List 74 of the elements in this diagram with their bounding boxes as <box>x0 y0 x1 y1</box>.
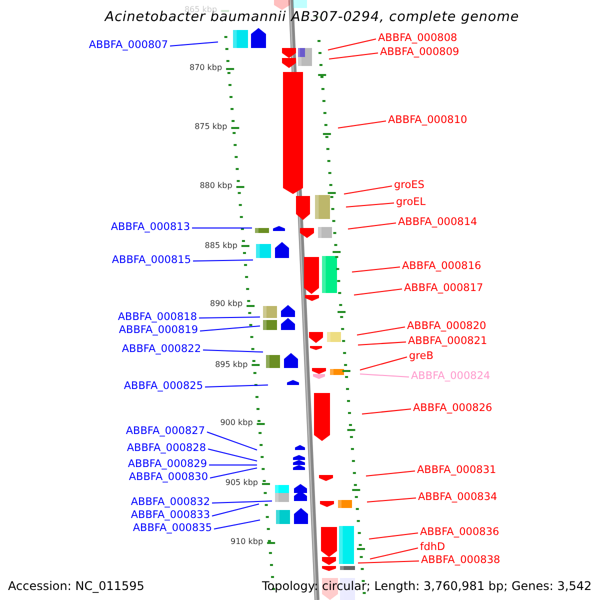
gene-label: ABBFA_000825 <box>124 380 203 393</box>
leader-line <box>170 42 218 46</box>
gene-label: groEL <box>396 196 426 209</box>
leader-line <box>346 202 394 208</box>
leader-line <box>328 38 376 50</box>
leader-line <box>328 52 378 60</box>
scale-label: 880 kbp <box>200 182 232 190</box>
gene-label: greB <box>409 350 434 363</box>
leader-line <box>354 288 402 296</box>
leader-line <box>214 520 260 530</box>
leader-line <box>210 468 258 478</box>
gene-label: ABBFA_000830 <box>128 471 208 484</box>
gene-label: ABBFA_000834 <box>418 491 498 504</box>
leader-line <box>212 500 272 504</box>
gene-label: ABBFA_000835 <box>132 522 212 535</box>
gene-label: ABBFA_000829 <box>128 458 207 471</box>
gene-label: ABBFA_000817 <box>404 282 484 295</box>
gene-label: ABBFA_000822 <box>122 343 201 356</box>
leader-line <box>360 374 410 378</box>
gene-label: ABBFA_000826 <box>413 402 492 415</box>
leader-line <box>200 326 260 332</box>
gene-label: ABBFA_000809 <box>380 46 460 59</box>
gene-label: ABBFA_000832 <box>130 496 210 509</box>
leader-line <box>366 498 416 502</box>
scale-label: 875 kbp <box>194 123 228 131</box>
leader-line <box>370 548 418 560</box>
leader-line <box>198 316 260 318</box>
gene-label: ABBFA_000816 <box>402 260 482 273</box>
gene-label: ABBFA_000818 <box>118 311 197 324</box>
scale-label: 885 kbp <box>204 242 238 250</box>
leader-line <box>362 408 412 414</box>
scale-label: 905 kbp <box>225 479 258 487</box>
leader-line <box>338 120 386 128</box>
gene-label: ABBFA_000808 <box>378 32 458 45</box>
leader-line <box>368 532 418 540</box>
scale-label: 890 kbp <box>210 300 243 308</box>
gene-label: ABBFA_000833 <box>130 509 210 522</box>
leader-line <box>358 560 420 564</box>
gene-label: ABBFA_000827 <box>126 425 205 438</box>
leader-line <box>348 222 396 230</box>
leader-line <box>352 266 400 272</box>
scale-label: 900 kbp <box>220 419 253 427</box>
leader-line <box>212 504 260 516</box>
gene-label: ABBFA_000815 <box>112 254 191 267</box>
gene-label: ABBFA_000807 <box>88 39 168 52</box>
leader-line <box>360 356 408 370</box>
leader-line <box>204 384 268 388</box>
leader-line <box>208 464 258 466</box>
gene-label: ABBFA_000813 <box>110 221 190 234</box>
gene-label: ABBFA_000819 <box>118 324 198 337</box>
leader-line <box>192 260 254 262</box>
gene-label: ABBFA_000828 <box>126 442 206 455</box>
gene-label: ABBFA_000821 <box>408 335 488 348</box>
leader-line <box>366 470 416 476</box>
scale-label: 895 kbp <box>215 361 248 369</box>
gene-label: ABBFA_000810 <box>388 114 468 127</box>
leader-line <box>208 448 258 462</box>
leader-line <box>356 326 406 336</box>
gene-label: ABBFA_000836 <box>420 526 500 539</box>
accession-text: Accession: NC_011595 <box>8 580 144 592</box>
gene-label: ABBFA_000831 <box>417 464 496 477</box>
scale-label: 910 kbp <box>230 538 264 546</box>
gene-label: ABBFA_000814 <box>398 216 478 229</box>
leader-line <box>344 186 392 194</box>
leader-line <box>358 342 406 346</box>
gene-label: fdhD <box>420 541 446 554</box>
gene-label: ABBFA_000838 <box>421 554 500 567</box>
scale-label: 870 kbp <box>189 64 222 72</box>
leader-line <box>206 432 258 450</box>
gene-label: ABBFA_000820 <box>407 320 486 333</box>
leader-line <box>202 350 264 352</box>
gene-label: groES <box>394 179 424 192</box>
gene-label: ABBFA_000824 <box>411 370 490 383</box>
genome-summary-text: Topology: circular; Length: 3,760,981 bp; Genes: 3,542 <box>262 580 592 592</box>
